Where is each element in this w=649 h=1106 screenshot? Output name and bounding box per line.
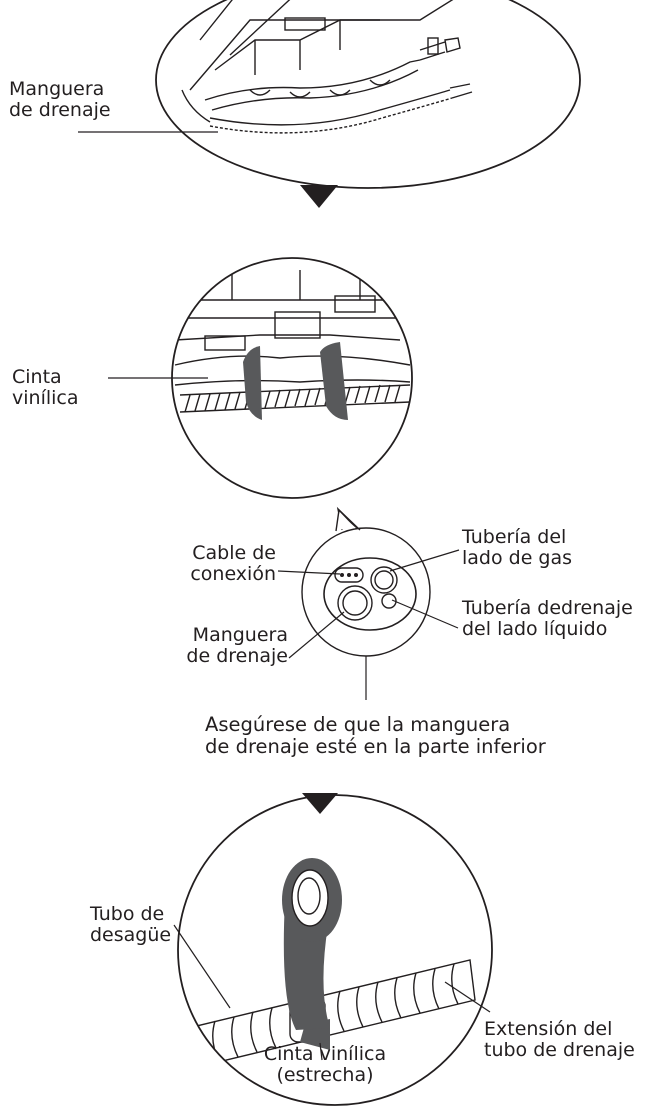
connection-cable-label: Cable de conexión bbox=[190, 542, 276, 585]
step2-detail-view bbox=[171, 257, 413, 499]
liquid-pipe-label: Tubería dedrenaje del lado líquido bbox=[462, 597, 633, 640]
arrow-down-triangle-icon bbox=[302, 793, 338, 814]
cross-section-drain-hose-label: Manguera de drenaje bbox=[186, 624, 288, 667]
drain-hose-section bbox=[337, 585, 373, 621]
step3-detail-view bbox=[177, 794, 493, 1106]
drain-bottom-note: Asegúrese de que la manguera de drenaje … bbox=[205, 713, 546, 758]
drain-extension-label: Extensión del tubo de drenaje bbox=[484, 1018, 635, 1061]
vinyl-tape-band bbox=[243, 346, 262, 420]
vinyl-tape-band bbox=[320, 342, 348, 420]
connection-cable-section bbox=[334, 567, 364, 583]
step2-vinyl-tape-label: Cinta vinílica bbox=[12, 366, 79, 409]
step3-leaders bbox=[173, 924, 491, 1061]
cross-section-leaders bbox=[277, 549, 460, 700]
gas-pipe-section bbox=[370, 566, 398, 594]
gas-pipe-label: Tubería del lado de gas bbox=[462, 526, 573, 569]
liquid-pipe-section bbox=[381, 593, 397, 609]
arrow-down-triangle-icon bbox=[300, 185, 338, 208]
step1-drain-hose-label: Manguera de drenaje bbox=[9, 78, 111, 121]
narrow-vinyl-tape-label: Cinta vinílica (estrecha) bbox=[263, 1043, 387, 1086]
drain-pipe-label: Tubo de desagüe bbox=[90, 903, 172, 946]
cross-section-view bbox=[301, 506, 431, 657]
step1-detail-view bbox=[155, 0, 581, 189]
